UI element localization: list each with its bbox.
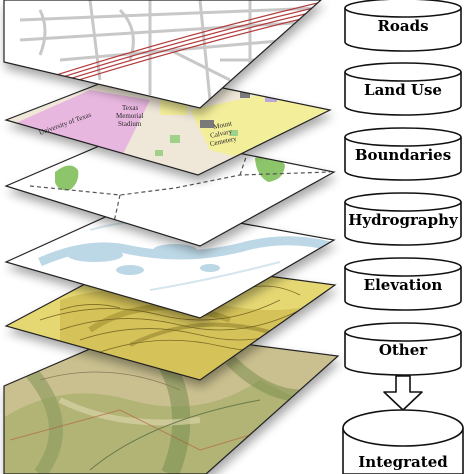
cylinder-label-land-use: Land Use (364, 81, 442, 99)
cylinder-label-roads: Roads (377, 17, 428, 35)
map-label-texas-memorial-stadium: Texas Memorial Stadium (116, 104, 145, 128)
integrated-cylinder: Integrated (342, 409, 464, 474)
cylinder-label-other: Other (379, 341, 428, 359)
cylinder-other: Other (344, 322, 462, 376)
cylinder-hydrography: Hydrography (344, 192, 462, 246)
cylinder-elevation: Elevation (344, 257, 462, 311)
layer-boundaries-map (4, 131, 336, 247)
cylinder-land-use: Land Use (344, 62, 462, 116)
cylinder-boundaries: Boundaries (344, 127, 462, 181)
integration-arrow (383, 375, 423, 411)
layer-hydrography-map (4, 203, 336, 319)
cylinder-label-hydrography: Hydrography (348, 211, 459, 229)
cylinder-label-boundaries: Boundaries (355, 146, 451, 164)
integrated-label: Integrated (358, 453, 448, 471)
layer-other-map (3, 329, 340, 474)
cylinder-roads: Roads (344, 0, 462, 52)
layer-roads-map (3, 0, 322, 109)
cylinder-label-elevation: Elevation (364, 276, 443, 294)
